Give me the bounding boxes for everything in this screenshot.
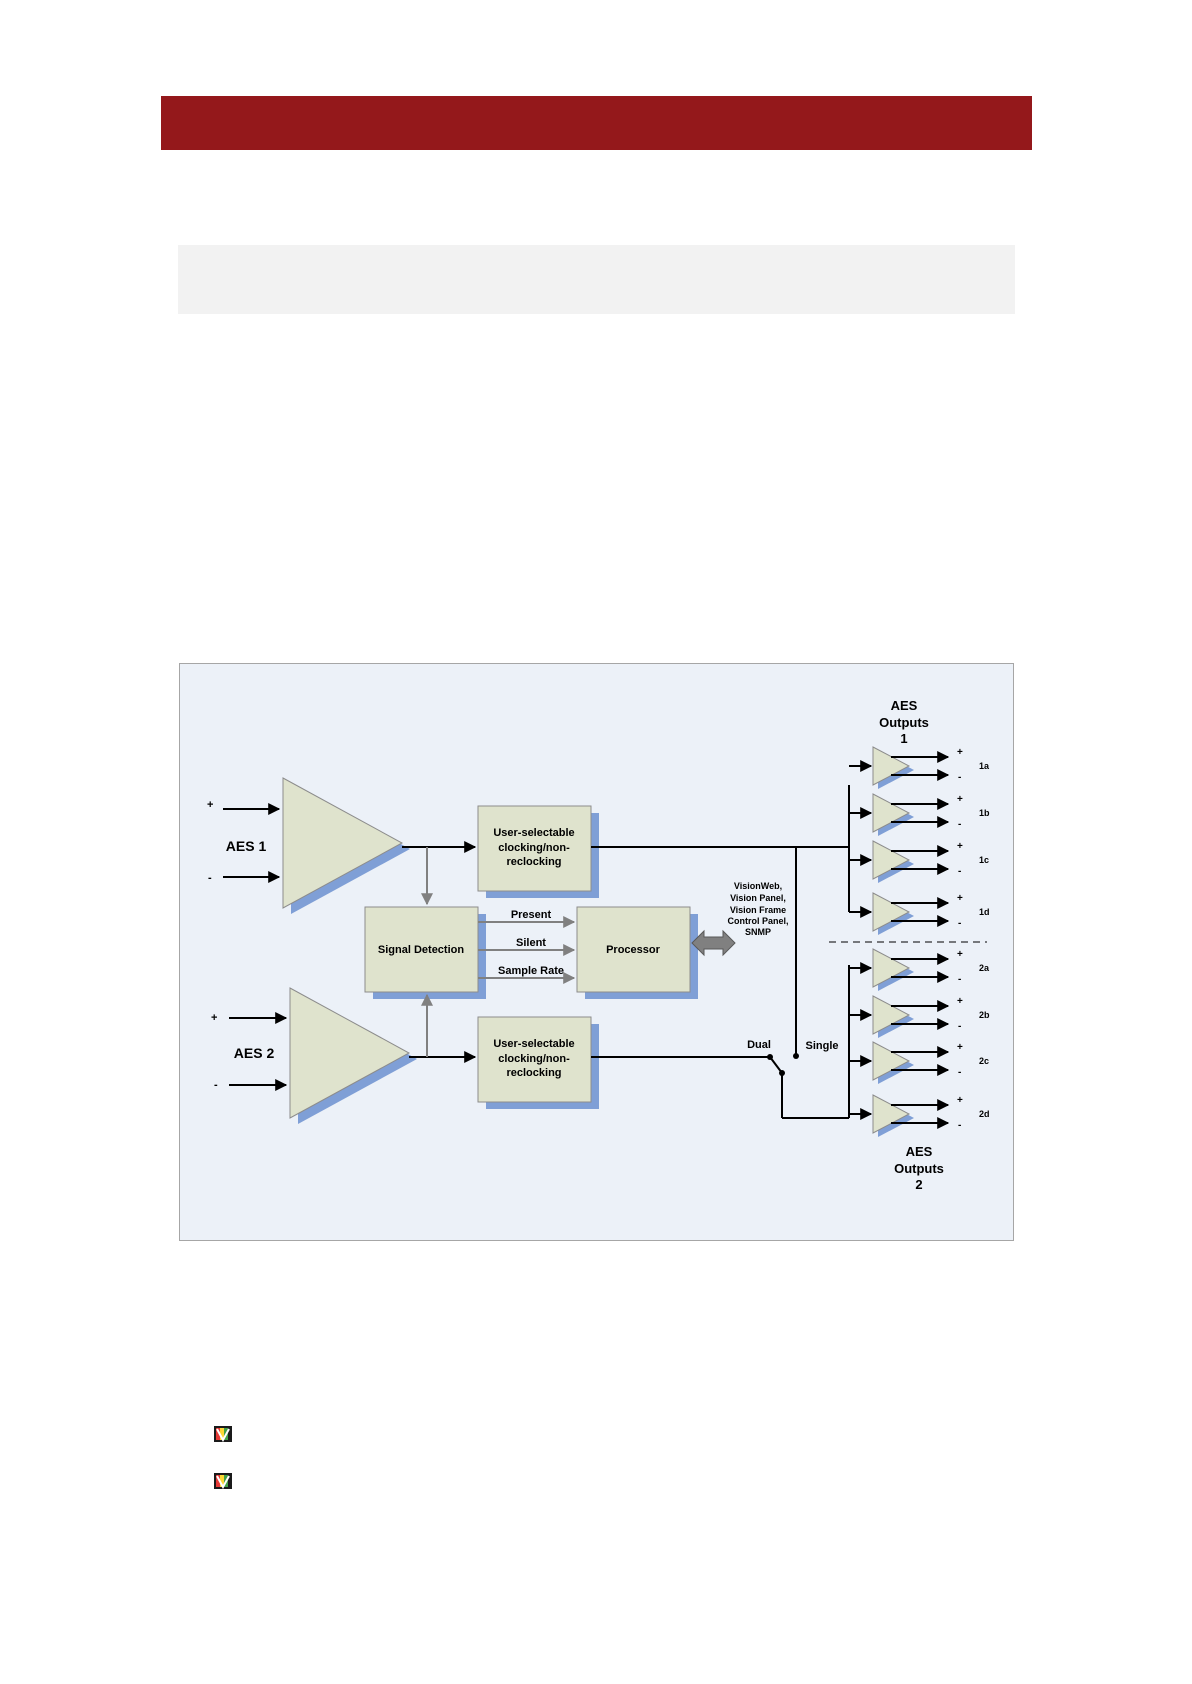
output-minus: - <box>958 819 961 830</box>
page-header-bar <box>161 96 1032 150</box>
output-label: 1c <box>979 855 989 865</box>
section-heading-box <box>178 245 1015 314</box>
control-interface-arrow <box>691 929 736 957</box>
svg-text:Outputs: Outputs <box>879 715 929 730</box>
vista-logo-icon <box>214 1473 232 1490</box>
aes1-label: AES 1 <box>226 838 267 854</box>
aes2-minus: - <box>214 1079 218 1091</box>
output-plus: + <box>957 1095 963 1106</box>
reclock-block-1: User-selectable clocking/non- reclocking <box>477 805 599 898</box>
output-minus: - <box>958 974 961 985</box>
reclock-2-line-3: reclocking <box>506 1067 561 1079</box>
output-driver-1d: + - 1d <box>849 892 990 935</box>
reclock-block-2: User-selectable clocking/non- reclocking <box>477 1016 599 1109</box>
svg-text:SNMP: SNMP <box>745 927 771 937</box>
svg-text:2: 2 <box>915 1177 922 1192</box>
output-minus: - <box>958 1021 961 1032</box>
output-plus: + <box>957 747 963 758</box>
aes1-minus: - <box>208 872 212 884</box>
aes1-input: + - AES 1 <box>207 777 410 914</box>
reclock-1-line-2: clocking/non- <box>498 842 570 854</box>
output-minus: - <box>958 918 961 929</box>
svg-text:Vision Frame: Vision Frame <box>730 905 786 915</box>
output-driver-2c: + - 2c <box>849 1041 989 1084</box>
processor-label: Processor <box>606 944 661 956</box>
signal-silent-label: Silent <box>516 937 546 949</box>
output-minus: - <box>958 772 961 783</box>
aes2-input: + - AES 2 <box>211 987 417 1124</box>
aes1-plus: + <box>207 799 213 811</box>
signal-present-label: Present <box>511 909 552 921</box>
output-driver-1b: + - 1b <box>849 793 990 836</box>
signal-detection-block: Signal Detection <box>364 906 486 999</box>
output-plus: + <box>957 841 963 852</box>
svg-text:VisionWeb,: VisionWeb, <box>734 881 782 891</box>
output-driver-1a: + - 1a <box>849 746 990 789</box>
block-diagram: + - AES 1 + - AES 2 User-selectable cloc… <box>179 663 1014 1241</box>
svg-text:AES: AES <box>906 1144 933 1159</box>
output-plus: + <box>957 794 963 805</box>
signal-sample-rate-label: Sample Rate <box>498 965 564 977</box>
output-label: 2c <box>979 1056 989 1066</box>
outputs-2-title: AES Outputs 2 <box>894 1144 944 1192</box>
signal-lines <box>402 785 987 1119</box>
aes2-plus: + <box>211 1012 217 1024</box>
reclock-1-line-3: reclocking <box>506 856 561 868</box>
output-driver-2a: + - 2a <box>849 948 990 991</box>
reclock-2-line-1: User-selectable <box>493 1038 574 1050</box>
output-driver-1c: + - 1c <box>849 840 989 883</box>
processor-block: Processor <box>576 906 698 999</box>
reclock-2-line-2: clocking/non- <box>498 1053 570 1065</box>
signal-detection-label: Signal Detection <box>378 944 464 956</box>
output-driver-2d: + - 2d <box>849 1094 990 1137</box>
output-plus: + <box>957 1042 963 1053</box>
output-label: 1d <box>979 907 990 917</box>
output-plus: + <box>957 949 963 960</box>
output-label: 2a <box>979 963 990 973</box>
switch-dual-label: Dual <box>747 1039 771 1051</box>
svg-text:Outputs: Outputs <box>894 1161 944 1176</box>
output-minus: - <box>958 1120 961 1131</box>
output-minus: - <box>958 866 961 877</box>
output-plus: + <box>957 996 963 1007</box>
output-label: 1a <box>979 761 990 771</box>
control-interfaces-label: VisionWeb, Vision Panel, Vision Frame Co… <box>727 881 788 937</box>
vista-logo-icon <box>214 1426 232 1443</box>
output-drivers: + - 1a + - 1b + - 1c + - 1d + - 2a + - 2b + - 2c + - 2d <box>849 746 990 1137</box>
output-driver-2b: + - 2b <box>849 995 990 1038</box>
svg-text:Control Panel,: Control Panel, <box>727 916 788 926</box>
output-minus: - <box>958 1067 961 1078</box>
output-plus: + <box>957 893 963 904</box>
reclock-1-line-1: User-selectable <box>493 827 574 839</box>
outputs-1-title: AES Outputs 1 <box>879 698 929 746</box>
svg-text:AES: AES <box>891 698 918 713</box>
output-label: 2d <box>979 1109 990 1119</box>
switch-single-label: Single <box>805 1040 838 1052</box>
svg-text:1: 1 <box>900 731 907 746</box>
output-label: 1b <box>979 808 990 818</box>
aes2-label: AES 2 <box>234 1045 275 1061</box>
svg-text:Vision Panel,: Vision Panel, <box>730 893 786 903</box>
output-label: 2b <box>979 1010 990 1020</box>
